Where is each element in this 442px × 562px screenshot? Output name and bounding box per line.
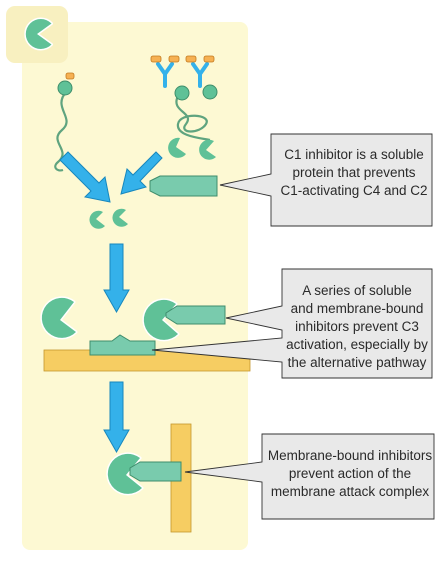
c1-tails-right — [175, 95, 211, 142]
soluble-c3-inhibitor — [165, 305, 226, 325]
flow-arrow-down-2 — [103, 381, 130, 454]
c1-inhibitor — [149, 175, 218, 197]
c3-molecule-left — [40, 296, 78, 340]
mac-molecule — [106, 452, 144, 496]
c3-molecule-right — [142, 298, 180, 342]
c1-head-right-a — [174, 85, 190, 101]
c2-molecule — [112, 208, 128, 227]
c1-tail-left — [54, 91, 68, 172]
c1-head-left — [57, 80, 73, 96]
c4-molecule — [89, 210, 105, 229]
callout-3-text: Membrane-bound inhibitors prevent action… — [267, 448, 433, 499]
c1-head-right-b — [202, 84, 218, 100]
c1s-piece-right — [199, 139, 216, 160]
callout-2-text: A series of soluble and membrane-bound i… — [286, 283, 428, 370]
c1-complex-right — [168, 84, 218, 160]
flow-arrow-down-1 — [103, 243, 130, 314]
complement-pacman-icon — [24, 17, 53, 51]
c4-c2-pair — [89, 208, 128, 229]
membrane-bound-c3-inhibitor — [89, 334, 156, 356]
background-panel — [22, 22, 248, 550]
c1s-piece-left — [168, 137, 186, 158]
flow-arrow-left-diagonal — [59, 151, 111, 203]
membrane-bound-mac-inhibitor — [129, 461, 182, 482]
corner-badge — [6, 6, 68, 63]
callout-2-shape — [151, 268, 433, 379]
antibody-right — [185, 55, 215, 88]
antibody-left — [150, 55, 180, 88]
flow-arrow-right-diagonal — [120, 151, 163, 195]
antigen-marker-left — [65, 72, 75, 80]
c1-molecule-left — [54, 72, 75, 172]
callout-3-shape — [184, 433, 435, 520]
callout-1-shape — [219, 133, 433, 227]
callout-1-text: C1 inhibitor is a soluble protein that p… — [280, 147, 428, 198]
